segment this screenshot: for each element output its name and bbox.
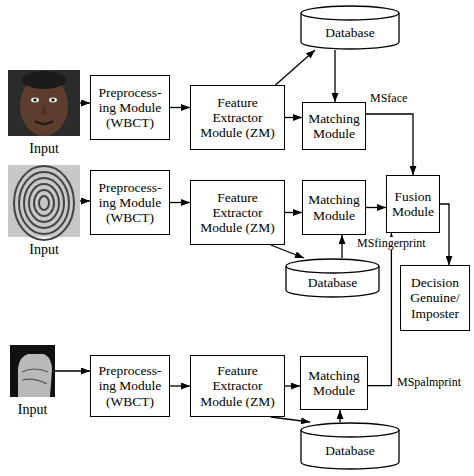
connector-arrow: [170, 202, 190, 203]
connector-arrow: [285, 385, 300, 386]
connector-arrow: [440, 204, 449, 265]
connector-arrow: [170, 385, 190, 386]
connector-arrow: [341, 235, 342, 258]
connector-arrow: [285, 117, 302, 118]
node-text: Matching Module: [305, 192, 363, 222]
preprocessing-box: Preprocess- ing Module (WBCT): [90, 170, 170, 235]
node-text: Matching Module: [305, 111, 363, 141]
database-cylinder: Database: [300, 422, 400, 470]
cylinder-text: Database: [308, 265, 357, 290]
connector-arrow: [55, 370, 90, 371]
connector-arrow: [80, 200, 90, 201]
node-text: Feature Extractor Module (ZM): [193, 363, 282, 408]
input-image: Input: [8, 165, 80, 237]
preprocessing-box: Preprocess- ing Module (WBCT): [90, 355, 170, 417]
connector-arrow: [366, 207, 386, 208]
node-text: Database: [308, 275, 357, 290]
connector-arrow: [271, 245, 304, 258]
connector-arrow: [366, 114, 413, 175]
node-text: Database: [325, 25, 374, 40]
decision-box: Decision Genuine/ Imposter: [400, 265, 470, 331]
node-text: Input: [0, 242, 100, 258]
face-photo: [8, 70, 80, 136]
input-image: Input: [10, 345, 55, 397]
connector-arrow: [170, 107, 190, 108]
connector-arrow: [339, 410, 340, 422]
database-cylinder: Database: [285, 258, 380, 298]
node-text: Preprocess- ing Module (WBCT): [93, 85, 167, 130]
cylinder-text: Database: [325, 433, 374, 458]
node-text: Database: [325, 443, 374, 458]
feature-extractor-box: Feature Extractor Module (ZM): [190, 355, 285, 417]
connector-arrow: [276, 50, 316, 85]
match-score-label: MSface: [369, 92, 408, 105]
node-text: Preprocess- ing Module (WBCT): [93, 180, 167, 225]
node-text: Input: [0, 402, 75, 418]
connector-arrow: [80, 102, 90, 103]
node-text: Preprocess- ing Module (WBCT): [93, 363, 167, 408]
cylinder-text: Database: [325, 15, 374, 40]
connector-arrow: [334, 50, 335, 102]
match-score-label: MSfingerprint: [356, 237, 427, 250]
feature-extractor-box: Feature Extractor Module (ZM): [190, 180, 285, 245]
node-text: Input: [0, 141, 100, 157]
node-text: Matching Module: [303, 368, 365, 398]
fingerprint-photo: [8, 165, 80, 240]
input-image: Input: [8, 70, 80, 136]
matching-box: Matching Module: [302, 102, 366, 150]
node-text: Feature Extractor Module (ZM): [193, 190, 282, 235]
matching-box: Matching Module: [302, 180, 366, 235]
match-score-label: MSpalmprint: [396, 376, 462, 389]
node-text: Feature Extractor Module (ZM): [193, 95, 282, 140]
database-cylinder: Database: [300, 5, 400, 50]
connector-arrow: [285, 212, 302, 213]
feature-extractor-box: Feature Extractor Module (ZM): [190, 85, 285, 150]
fusion-box: Fusion Module: [386, 175, 440, 233]
palmprint-photo: [10, 345, 55, 397]
node-text: Fusion Module: [389, 189, 437, 219]
matching-box: Matching Module: [300, 356, 368, 410]
preprocessing-box: Preprocess- ing Module (WBCT): [90, 75, 170, 140]
connector-arrow: [271, 417, 310, 422]
node-text: Decision Genuine/ Imposter: [403, 275, 467, 320]
connector-arrow: [368, 233, 391, 386]
